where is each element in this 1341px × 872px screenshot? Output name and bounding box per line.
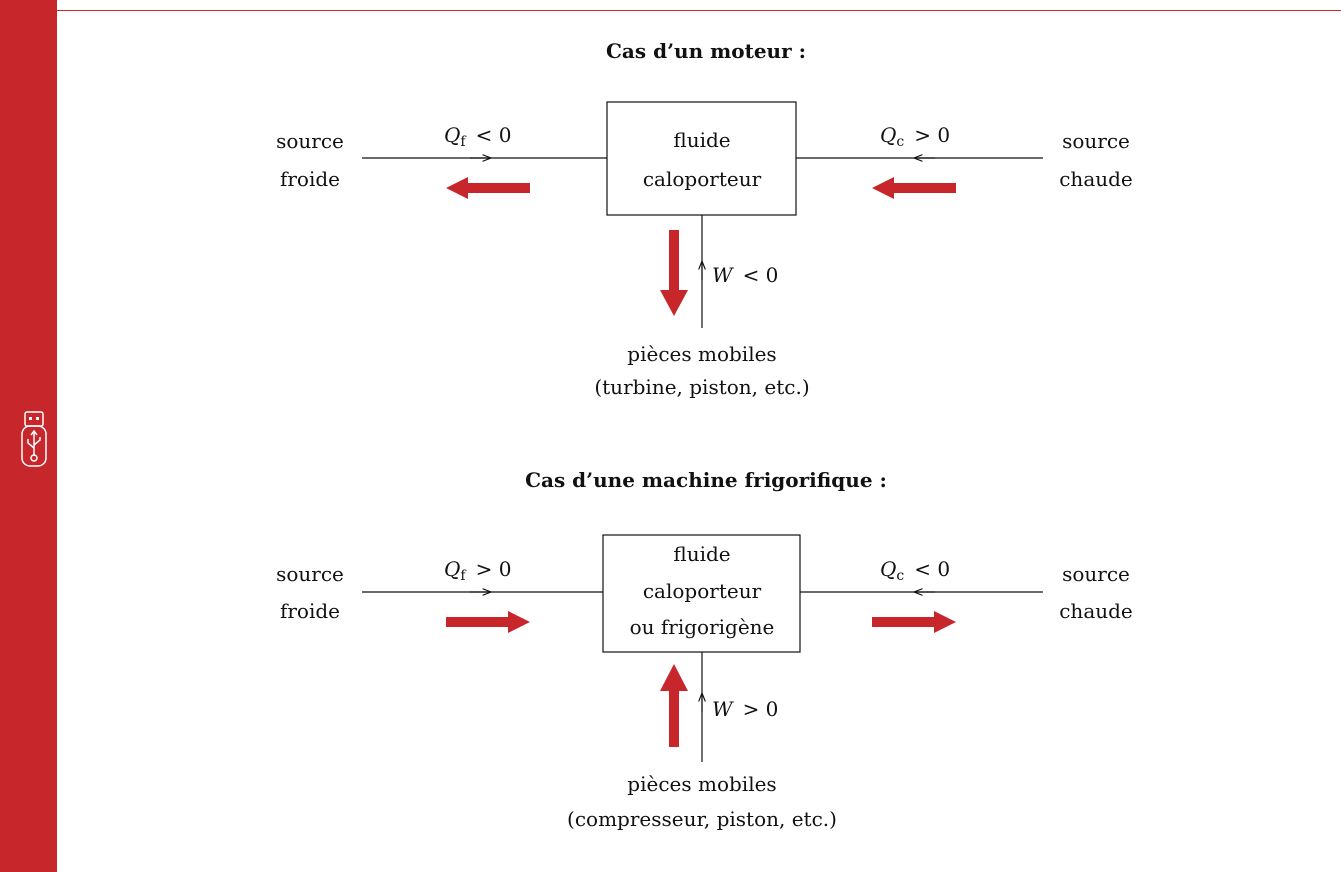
fridge-section: Cas d’une machine frigorifique : source … (276, 468, 1133, 831)
fridge-work-energy-arrow (660, 664, 688, 747)
engine-hot-source-line1: source (1062, 129, 1130, 153)
engine-cold-source-line2: froide (280, 167, 340, 191)
engine-hot-source-line2: chaude (1059, 167, 1133, 191)
fridge-qf-label: Qf> 0 (444, 557, 511, 584)
engine-qf-label: Qf< 0 (444, 123, 511, 150)
fridge-hot-source-line1: source (1062, 562, 1130, 586)
fridge-w-label: W> 0 (712, 697, 778, 721)
engine-w-label: W< 0 (712, 263, 778, 287)
fridge-fluid-box (602, 534, 801, 653)
fridge-cold-energy-arrow (446, 611, 530, 633)
fridge-cold-source-line2: froide (280, 599, 340, 623)
engine-fluid-line2: caloporteur (643, 167, 762, 191)
engine-work-energy-arrow (660, 230, 688, 316)
engine-section: Cas d’un moteur : source froide source c… (276, 39, 1133, 399)
fridge-title: Cas d’une machine frigorifique : (525, 468, 887, 492)
fridge-hot-source-line2: chaude (1059, 599, 1133, 623)
fridge-fluid-line2: caloporteur (643, 579, 762, 603)
engine-qc-label: Qc> 0 (880, 123, 950, 150)
engine-fluid-line1: fluide (673, 128, 730, 152)
engine-title: Cas d’un moteur : (606, 39, 806, 63)
engine-cold-source-line1: source (276, 129, 344, 153)
fridge-moving-parts-line2: (compresseur, piston, etc.) (567, 807, 837, 831)
engine-fluid-box (606, 101, 797, 216)
engine-moving-parts-line2: (turbine, piston, etc.) (594, 375, 809, 399)
fridge-energy-arrows (446, 611, 956, 747)
fridge-fluid-line3: ou frigorigène (630, 615, 775, 639)
engine-hot-energy-arrow (872, 177, 956, 199)
fridge-moving-parts-line1: pièces mobiles (627, 772, 776, 796)
fridge-hot-energy-arrow (872, 611, 956, 633)
engine-moving-parts-line1: pièces mobiles (627, 342, 776, 366)
fridge-qc-label: Qc< 0 (880, 557, 950, 584)
fridge-cold-source-line1: source (276, 562, 344, 586)
top-rule (57, 10, 1341, 11)
engine-cold-energy-arrow (446, 177, 530, 199)
sidebar (0, 0, 57, 872)
usb-drive-icon[interactable] (19, 410, 49, 470)
fridge-fluid-line1: fluide (673, 542, 730, 566)
engine-energy-arrows (446, 177, 956, 316)
